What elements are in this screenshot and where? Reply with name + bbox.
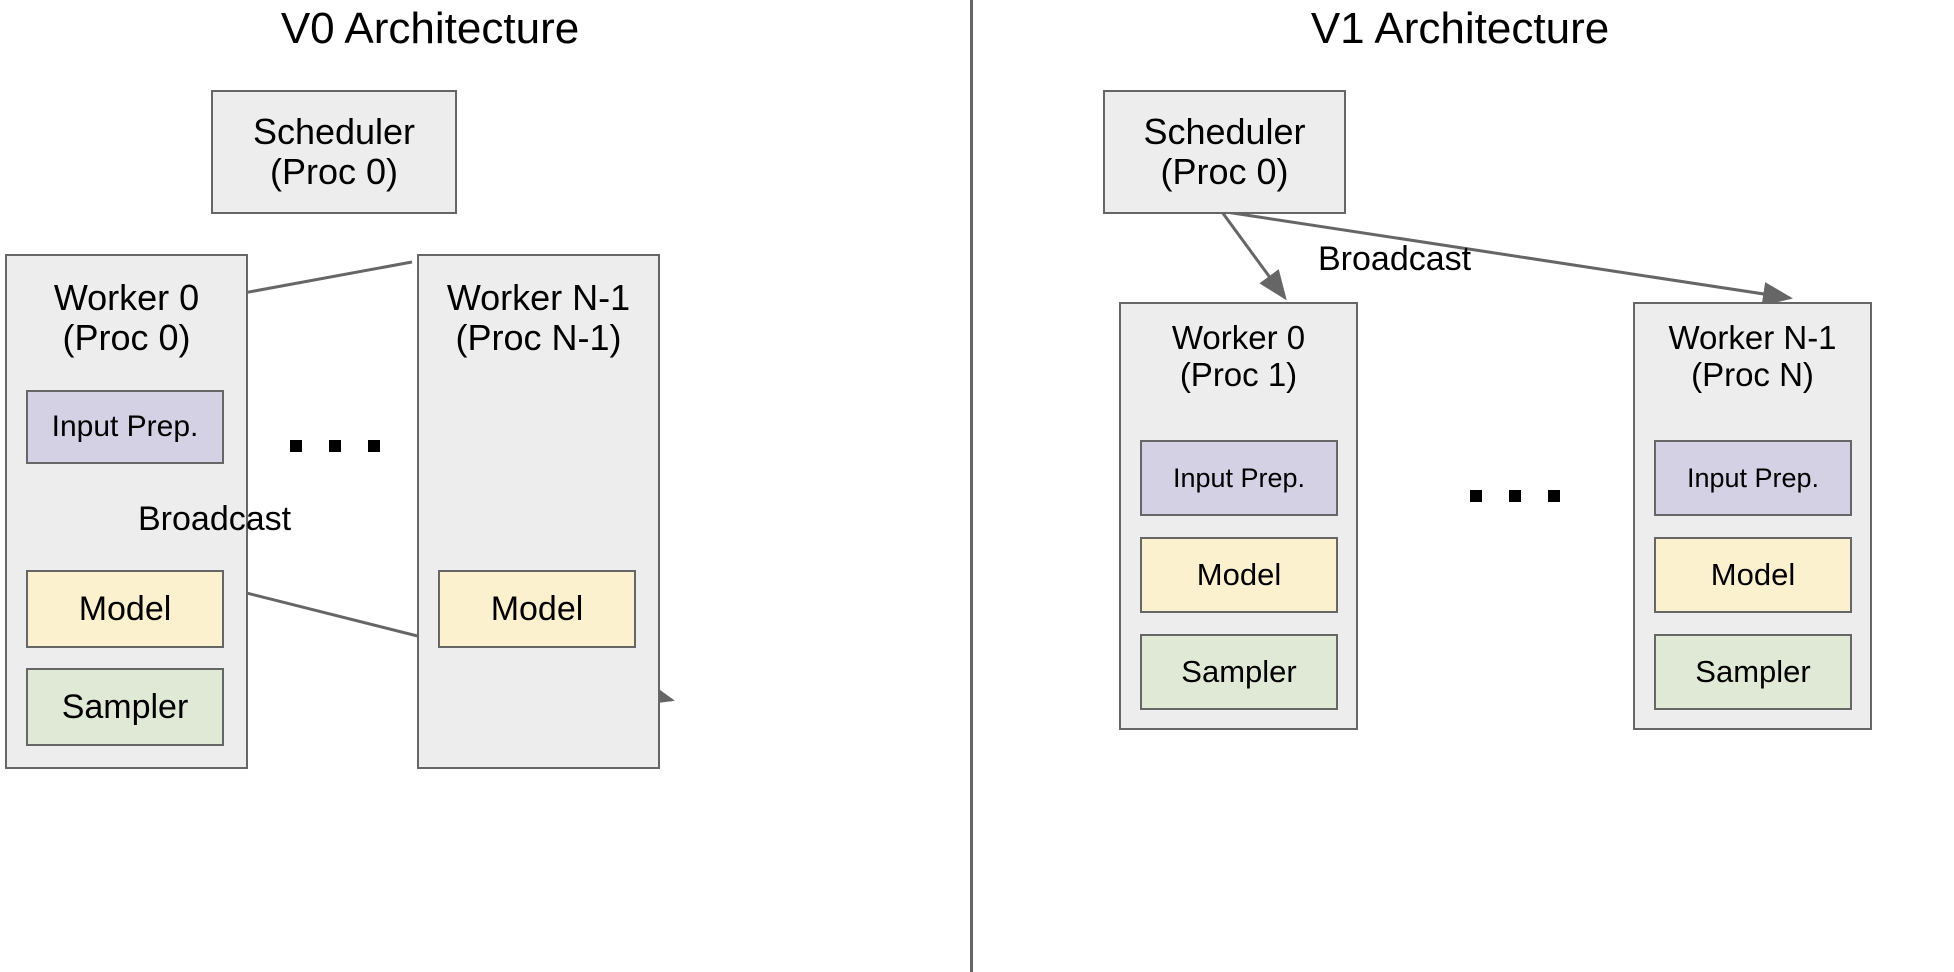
v0-worker-n-model[interactable]: Model	[438, 570, 636, 648]
v0-worker-0-model[interactable]: Model	[26, 570, 224, 648]
v1-worker-n-model[interactable]: Model	[1654, 537, 1852, 613]
v1-worker-n-input-prep-label: Input Prep.	[1686, 462, 1820, 493]
arrow-v1-scheduler-to-workerN	[1225, 210, 1793, 306]
ellipsis-dot	[1548, 490, 1560, 502]
v1-worker-0-input-prep-label: Input Prep.	[1172, 462, 1306, 493]
v1-worker-0-line2: (Proc 1)	[1179, 355, 1298, 393]
ellipsis-dot	[329, 440, 341, 452]
ellipsis-dot	[1470, 490, 1482, 502]
v1-worker-n-line2: (Proc N)	[1691, 355, 1814, 393]
panel-divider	[970, 0, 973, 972]
v1-worker-0-input-prep[interactable]: Input Prep.	[1140, 440, 1338, 516]
v0-broadcast-label: Broadcast	[138, 500, 292, 538]
ellipsis-dot	[1509, 490, 1521, 502]
v0-worker-0-sampler-label: Sampler	[61, 687, 189, 726]
v0-worker-0-model-label: Model	[78, 589, 172, 628]
v0-worker-n-model-label: Model	[490, 589, 584, 628]
v0-worker-n-node[interactable]: Worker N-1 (Proc N-1)	[417, 254, 660, 769]
v1-broadcast-label: Broadcast	[1318, 240, 1472, 278]
v0-scheduler-line2: (Proc 0)	[269, 151, 399, 192]
v1-worker-0-model[interactable]: Model	[1140, 537, 1338, 613]
v1-worker-n-line1: Worker N-1	[1668, 319, 1837, 356]
v0-worker-n-line1: Worker N-1	[446, 277, 631, 318]
v0-ellipsis	[290, 440, 380, 452]
v1-worker-0-sampler-label: Sampler	[1181, 654, 1297, 689]
v0-worker-0-line1: Worker 0	[53, 277, 200, 318]
v0-worker-0-line2: (Proc 0)	[62, 317, 191, 359]
v1-worker-0-model-label: Model	[1196, 557, 1282, 592]
v1-worker-0-sampler[interactable]: Sampler	[1140, 634, 1338, 710]
arrow-v1-scheduler-to-worker0	[1220, 211, 1287, 301]
ellipsis-dot	[368, 440, 380, 452]
v1-worker-0-line1: Worker 0	[1171, 319, 1306, 356]
v0-worker-0-input-prep[interactable]: Input Prep.	[26, 390, 224, 464]
v0-worker-0-sampler[interactable]: Sampler	[26, 668, 224, 746]
v1-worker-n-input-prep[interactable]: Input Prep.	[1654, 440, 1852, 516]
v1-panel-title: V1 Architecture	[1310, 4, 1610, 53]
v0-worker-0-input-prep-label: Input Prep.	[51, 410, 199, 443]
v1-worker-n-model-label: Model	[1710, 557, 1796, 592]
v1-worker-n-sampler[interactable]: Sampler	[1654, 634, 1852, 710]
v0-scheduler-node[interactable]: Scheduler (Proc 0)	[211, 90, 457, 214]
v1-worker-n-sampler-label: Sampler	[1695, 654, 1811, 689]
v1-scheduler-line2: (Proc 0)	[1160, 151, 1289, 192]
v0-worker-n-line2: (Proc N-1)	[455, 317, 622, 359]
v0-scheduler-line1: Scheduler	[252, 110, 416, 152]
ellipsis-dot	[290, 440, 302, 452]
v1-scheduler-line1: Scheduler	[1143, 110, 1306, 152]
v0-panel-title: V0 Architecture	[280, 4, 580, 53]
v1-scheduler-node[interactable]: Scheduler (Proc 0)	[1103, 90, 1346, 214]
v1-ellipsis	[1470, 490, 1560, 502]
